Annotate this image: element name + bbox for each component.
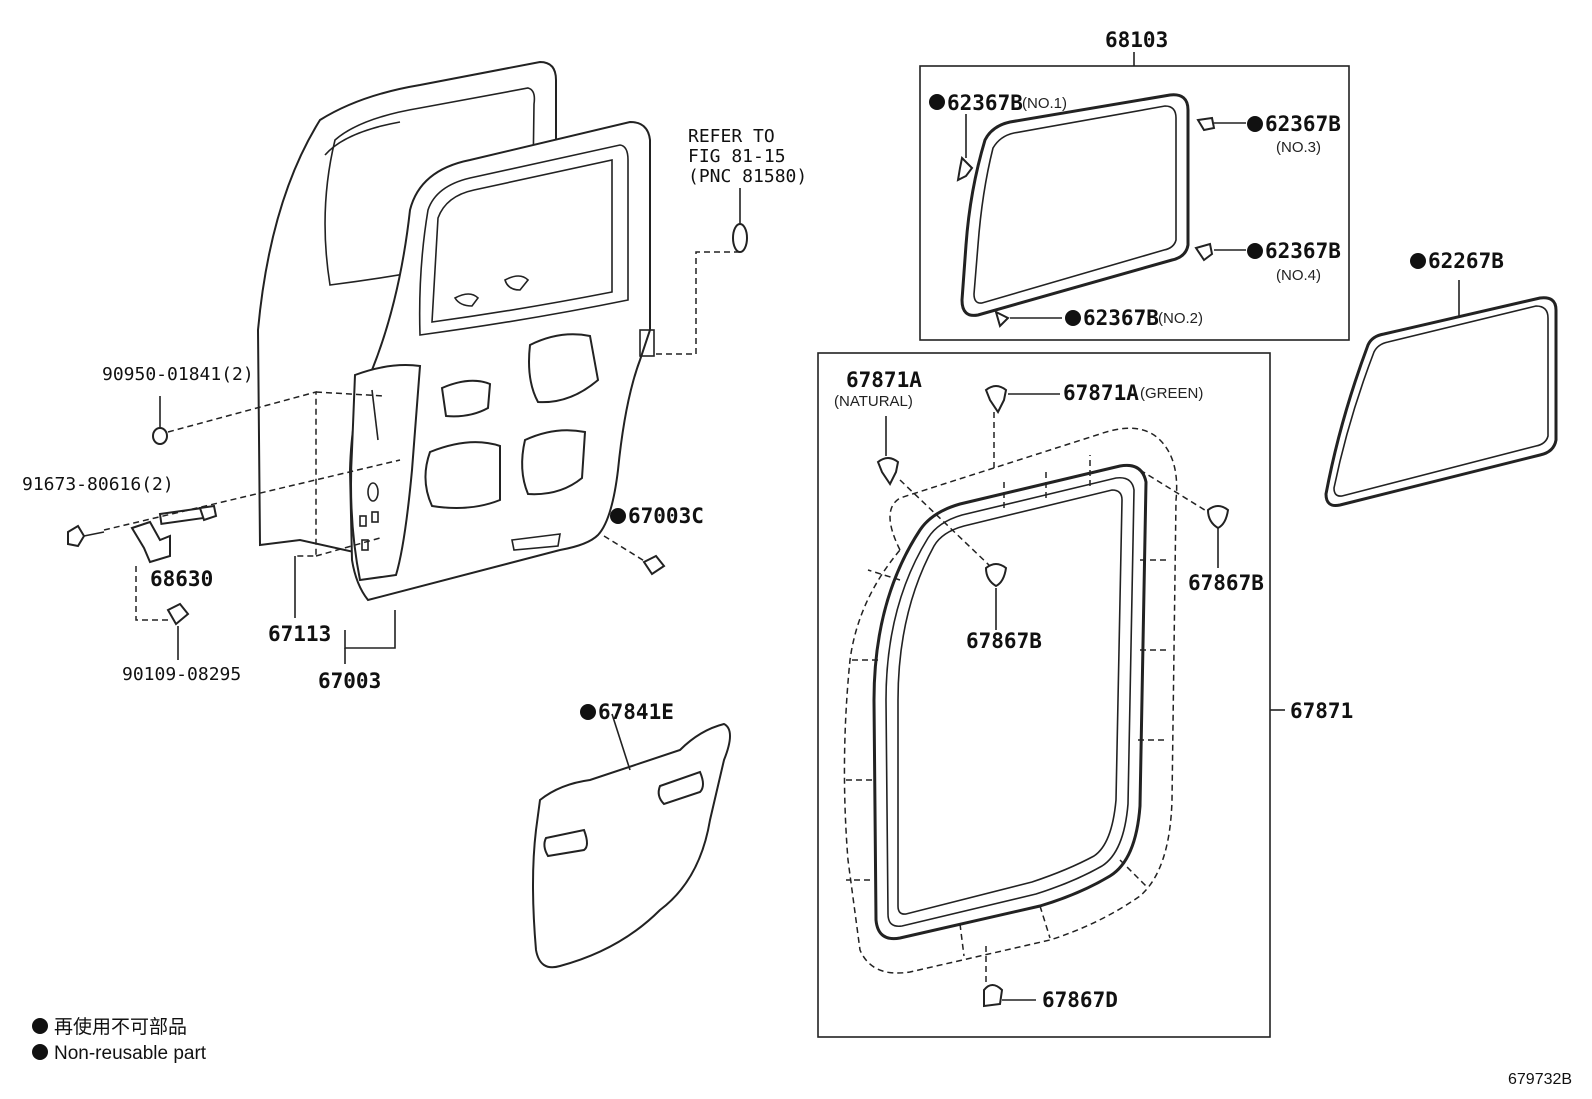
label-67867B-right: 67867B (1188, 571, 1264, 595)
non-reusable-marker (929, 94, 945, 110)
label-62367B-no3: 62367B (1265, 112, 1341, 136)
refer-note-line2: FIG 81-15 (688, 146, 786, 167)
non-reusable-marker (1065, 310, 1081, 326)
glass-run-group-68103 (919, 52, 1350, 341)
bolt-90109-08295 (166, 602, 190, 660)
note-62367B-no4: (NO.4) (1276, 267, 1321, 284)
legend-japanese: 再使用不可部品 (54, 1016, 187, 1038)
label-91673-80616: 91673-80616(2) (22, 474, 174, 495)
label-62367B-no2: 62367B (1083, 306, 1159, 330)
label-62367B-no4: 62367B (1265, 239, 1341, 263)
label-67003: 67003 (318, 669, 381, 693)
door-inner-panel-67003 (348, 120, 655, 602)
label-62367B-no1: 62367B (947, 91, 1023, 115)
note-67871A-natural: (NATURAL) (834, 393, 913, 410)
nut-90950-01841 (152, 396, 168, 445)
note-62367B-no3: (NO.3) (1276, 139, 1321, 156)
window-weatherstrip-62267B (1324, 280, 1558, 507)
label-67871A-natural: 67871A (846, 368, 922, 392)
cushion-67003C (642, 554, 666, 576)
label-67867D: 67867D (1042, 988, 1118, 1012)
legend-marker (32, 1044, 48, 1060)
door-check-68630 (67, 504, 218, 564)
hole-plug-refer (732, 188, 748, 253)
service-hole-cover-67841E (532, 713, 731, 969)
label-68103: 68103 (1105, 28, 1168, 52)
non-reusable-marker (580, 704, 596, 720)
note-67871A-green: (GREEN) (1140, 385, 1203, 402)
label-67867B-center: 67867B (966, 629, 1042, 653)
figure-id: 679732B (1508, 1071, 1572, 1088)
refer-note-line3: (PNC 81580) (688, 166, 807, 187)
label-67841E: 67841E (598, 700, 674, 724)
label-90950-01841: 90950-01841(2) (102, 364, 254, 385)
label-90109-08295: 90109-08295 (122, 664, 241, 685)
label-68630: 68630 (150, 567, 213, 591)
label-67003C: 67003C (628, 504, 704, 528)
non-reusable-marker (610, 508, 626, 524)
note-62367B-no1: (NO.1) (1022, 95, 1067, 112)
non-reusable-marker (1247, 116, 1263, 132)
label-62267B: 62267B (1428, 249, 1504, 273)
label-67871: 67871 (1290, 699, 1353, 723)
legend-english: Non-reusable part (54, 1043, 207, 1064)
label-67113: 67113 (268, 622, 331, 646)
note-62367B-no2: (NO.2) (1158, 310, 1203, 327)
refer-note-line1: REFER TO (688, 126, 775, 147)
legend-marker (32, 1018, 48, 1034)
door-weatherstrip-group-67871 (817, 352, 1285, 1038)
non-reusable-marker (1247, 243, 1263, 259)
non-reusable-marker (1410, 253, 1426, 269)
label-67871A-green: 67871A (1063, 381, 1139, 405)
